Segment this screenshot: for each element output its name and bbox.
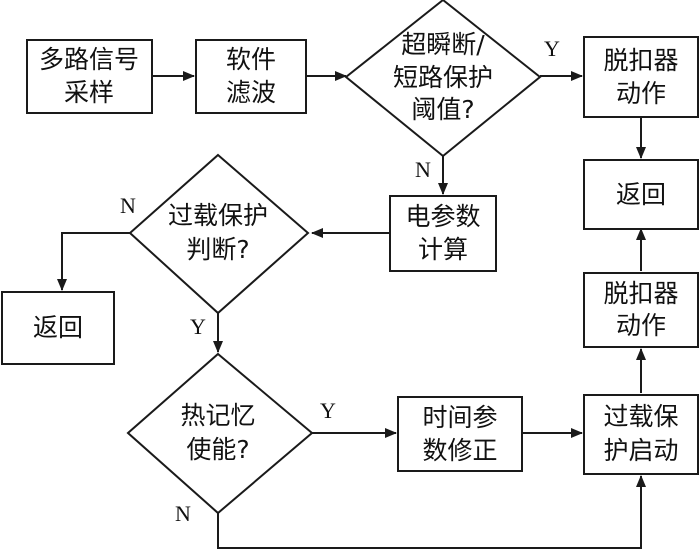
time-correct-box — [397, 396, 523, 472]
thermal-label-2: 使能? — [186, 435, 249, 464]
thermal-yes-label: Y — [320, 398, 336, 423]
trip-mid-label-1: 脱扣器 — [603, 279, 678, 308]
filter-label-2: 滤波 — [226, 78, 276, 107]
calc-label-1: 电参数 — [405, 202, 480, 231]
thermal-label-1: 热记忆 — [180, 401, 255, 430]
node-texts: 多路信号 采样 软件 滤波 超瞬断/ 短路保护 阈值? 脱扣器 动作 返回 电参… — [33, 30, 679, 465]
overload-judge-label-2: 判断? — [186, 235, 249, 264]
overload-start-label-1: 过载保 — [603, 402, 678, 431]
time-correct-label-2: 数修正 — [422, 436, 497, 465]
overload-diamond — [128, 153, 310, 315]
trip-top-box — [583, 36, 699, 118]
overload-start-label-2: 护启动 — [603, 436, 678, 465]
connectors — [57, 71, 646, 549]
trip-mid-label-2: 动作 — [616, 311, 666, 340]
return-right-label: 返回 — [616, 180, 666, 209]
filter-label-1: 软件 — [226, 45, 276, 74]
return-left-label: 返回 — [33, 313, 83, 342]
return-left-box — [1, 291, 115, 365]
trip-top-label-2: 动作 — [616, 79, 666, 108]
edge-overload-no-to-return — [57, 232, 130, 291]
calc-box — [389, 195, 497, 272]
node-shapes — [1, 0, 699, 515]
return-right-box — [583, 159, 699, 230]
threshold-no-label: N — [415, 157, 431, 182]
trip-top-label-1: 脱扣器 — [603, 46, 678, 75]
threshold-label-1: 超瞬断/ — [401, 30, 485, 59]
overload-judge-label-1: 过载保护 — [168, 201, 268, 230]
sample-label-1: 多路信号 — [39, 45, 139, 74]
overload-no-label: N — [120, 193, 136, 218]
thermal-no-label: N — [175, 501, 191, 526]
threshold-label-2: 短路保护 — [393, 63, 493, 92]
trip-mid-box — [583, 272, 699, 348]
edge-thermal-no-to-start — [217, 475, 646, 549]
calc-label-2: 计算 — [418, 235, 468, 264]
sample-label-2: 采样 — [64, 78, 114, 107]
threshold-yes-label: Y — [544, 36, 560, 61]
thermal-diamond — [126, 352, 314, 515]
filter-box — [195, 39, 307, 114]
branch-labels: Y N N Y Y N — [120, 36, 560, 526]
overload-start-box — [583, 394, 699, 475]
time-correct-label-1: 时间参 — [422, 403, 497, 432]
overload-yes-label: Y — [190, 314, 206, 339]
threshold-diamond — [344, 0, 542, 158]
threshold-label-3: 阈值? — [411, 95, 474, 124]
sample-box — [26, 39, 153, 114]
